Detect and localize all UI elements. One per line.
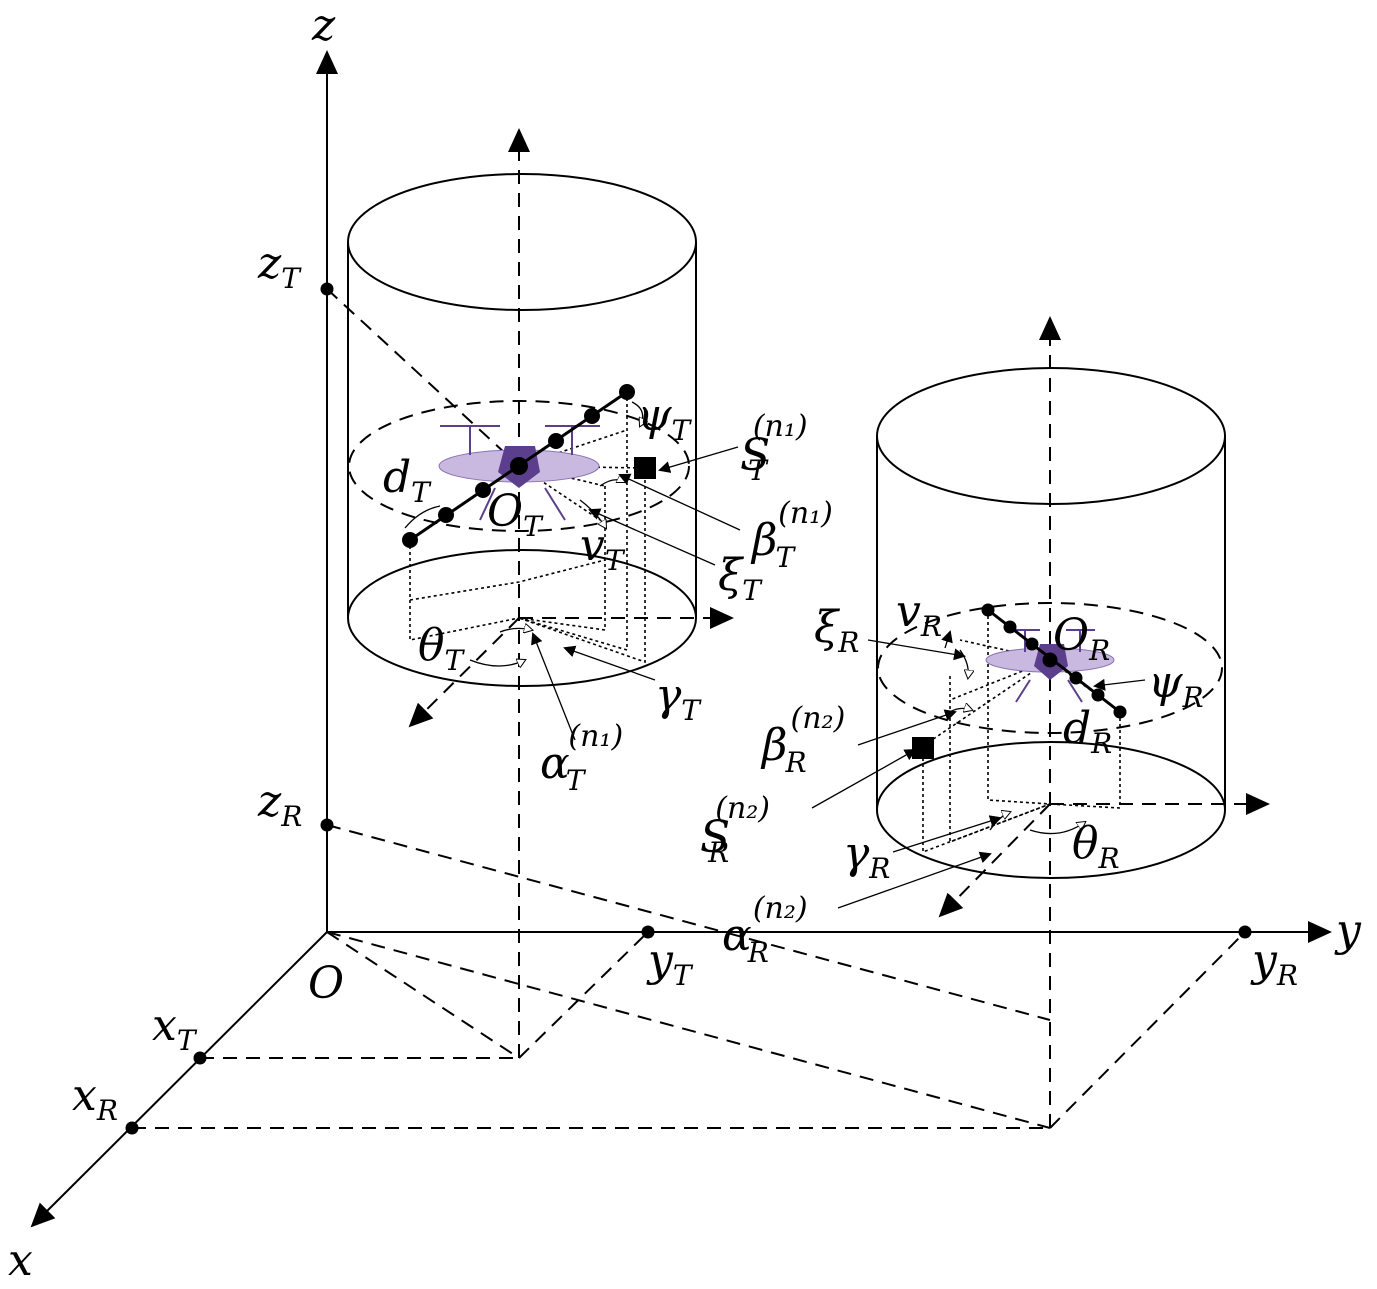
transmitter-cylinder [347,173,734,728]
v-r-label: vR [896,586,942,643]
x-axis-label: x [8,1235,33,1286]
s-r-label: SR(n₂) [700,791,770,869]
transmitter-labels: OT ψT dT vT ξT θT γT ST(n₁) βT(n₁) αT(n₁… [383,390,833,797]
receiver-uav [912,603,1127,759]
y-t-label: yT [646,935,694,992]
s-t-label: ST(n₁) [740,409,808,487]
x-t-label: xT [152,1000,198,1057]
axis-points [125,282,1252,1135]
psi-r-label: ψR [1148,657,1204,714]
receiver-cylinder [876,367,1270,918]
x-r-point [125,1121,139,1135]
x-t-point [193,1051,207,1065]
z-r-point [320,818,334,832]
axis-labels: z y x O [8,0,1362,1286]
transmitter-uav [402,384,656,548]
d-r-label: dR [1063,703,1112,760]
alpha-t-label: αT(n₁) [540,719,623,797]
y-r-label: yR [1250,935,1298,992]
alpha-r-label: αR(n₂) [722,891,808,969]
gamma-r-label: γR [843,828,890,885]
d-t-label: dT [383,452,432,509]
global-axes [30,50,1332,1228]
y-r-point [1238,925,1252,939]
v-t-label: vT [580,520,626,577]
psi-t-label: ψT [637,390,693,447]
y-axis-label: y [1334,905,1362,956]
receiver-labels: OR ψR dR vR ξR θR γR SR(n₂) βR(n₂) αR(n₂… [700,586,1204,969]
beta-t-label: βT(n₁) [750,496,833,574]
o-t-label: OT [487,486,544,543]
z-r-label: zR [257,776,302,833]
receiver-leaders [811,630,1146,909]
receiver-scatterer [912,737,934,759]
tick-labels: zT zR yT yR xT xR [72,238,1298,1127]
transmitter-leaders [531,446,741,741]
o-r-label: OR [1053,610,1110,667]
x-r-label: xR [72,1070,118,1127]
gamma-t-label: γT [655,670,702,727]
x-axis [30,931,328,1228]
beta-r-label: βR(n₂) [760,701,845,779]
origin-label: O [308,958,344,1009]
xi-t-label: ξT [718,550,763,607]
theta-t-label: θT [418,620,466,677]
transmitter-scatterer [634,457,656,479]
z-t-label: zT [257,238,302,295]
z-axis-label: z [311,0,336,51]
theta-r-label: θR [1072,818,1120,875]
z-t-point [320,282,334,296]
xi-r-label: ξR [814,602,859,659]
projection-lines [132,128,1246,1129]
y-t-point [641,925,655,939]
